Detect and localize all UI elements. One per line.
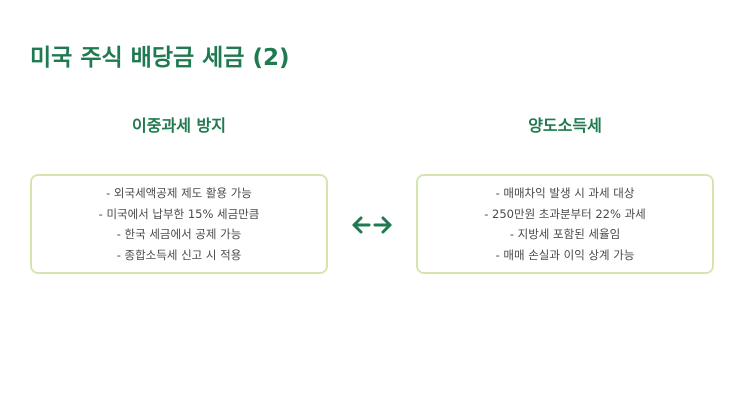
- double-arrow-icon: [351, 214, 393, 236]
- double-taxation-card: - 외국세액공제 제도 활용 가능 - 미국에서 납부한 15% 세금만큼 - …: [30, 174, 328, 274]
- left-column-heading: 이중과세 방지: [132, 116, 226, 135]
- right-column-heading: 양도소득세: [528, 116, 602, 135]
- card-list-item: - 250만원 초과분부터 22% 과세: [484, 206, 646, 221]
- card-list-item: - 매매차익 발생 시 과세 대상: [495, 186, 635, 200]
- capital-gains-tax-card: - 매매차익 발생 시 과세 대상 - 250만원 초과분부터 22% 과세 -…: [416, 174, 714, 274]
- card-list-item: - 지방세 포함된 세율임: [509, 227, 621, 241]
- card-list-item: - 매매 손실과 이익 상계 가능: [495, 247, 635, 262]
- card-list-item: - 미국에서 납부한 15% 세금만큼: [98, 206, 260, 221]
- card-list-item: - 한국 세금에서 공제 가능: [116, 227, 242, 241]
- slide-title: 미국 주식 배당금 세금 (2): [30, 45, 290, 71]
- card-list-item: - 외국세액공제 제도 활용 가능: [106, 186, 252, 200]
- card-list-item: - 종합소득세 신고 시 적용: [116, 247, 242, 262]
